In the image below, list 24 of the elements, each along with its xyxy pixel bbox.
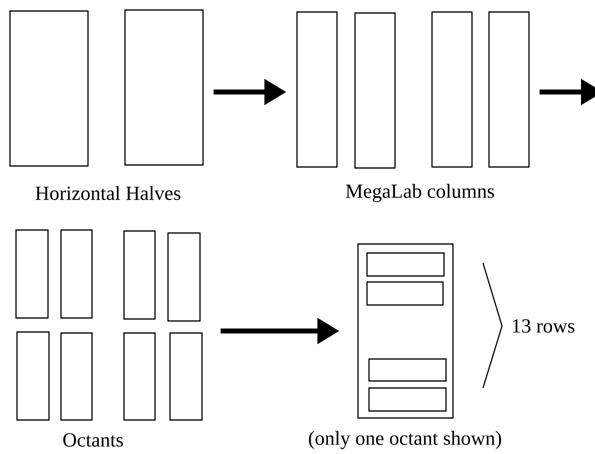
bracket-label: 13 rows (512, 319, 574, 333)
caption: Horizontal Halves (36, 186, 180, 200)
panel-box (296, 11, 338, 168)
panel-box (60, 229, 93, 319)
panel-box (60, 332, 93, 421)
row-box (368, 387, 447, 412)
panel-box (123, 230, 156, 320)
panel-box (431, 11, 473, 168)
panel-box (9, 10, 89, 167)
panel-box (123, 332, 156, 421)
row-box (368, 358, 447, 382)
row-box (366, 281, 444, 306)
panel-box (169, 332, 203, 421)
panel-box (354, 12, 396, 169)
caption: MegaLab columns (346, 184, 494, 202)
caption: Octants (63, 433, 123, 447)
panel-box (488, 11, 530, 168)
panel-box (167, 232, 201, 322)
caption: (only one octant shown) (308, 430, 502, 450)
panel-box (16, 331, 50, 421)
panel-box (124, 9, 204, 166)
row-box (366, 252, 445, 277)
panel-box (357, 243, 454, 419)
panel-box (15, 229, 49, 319)
